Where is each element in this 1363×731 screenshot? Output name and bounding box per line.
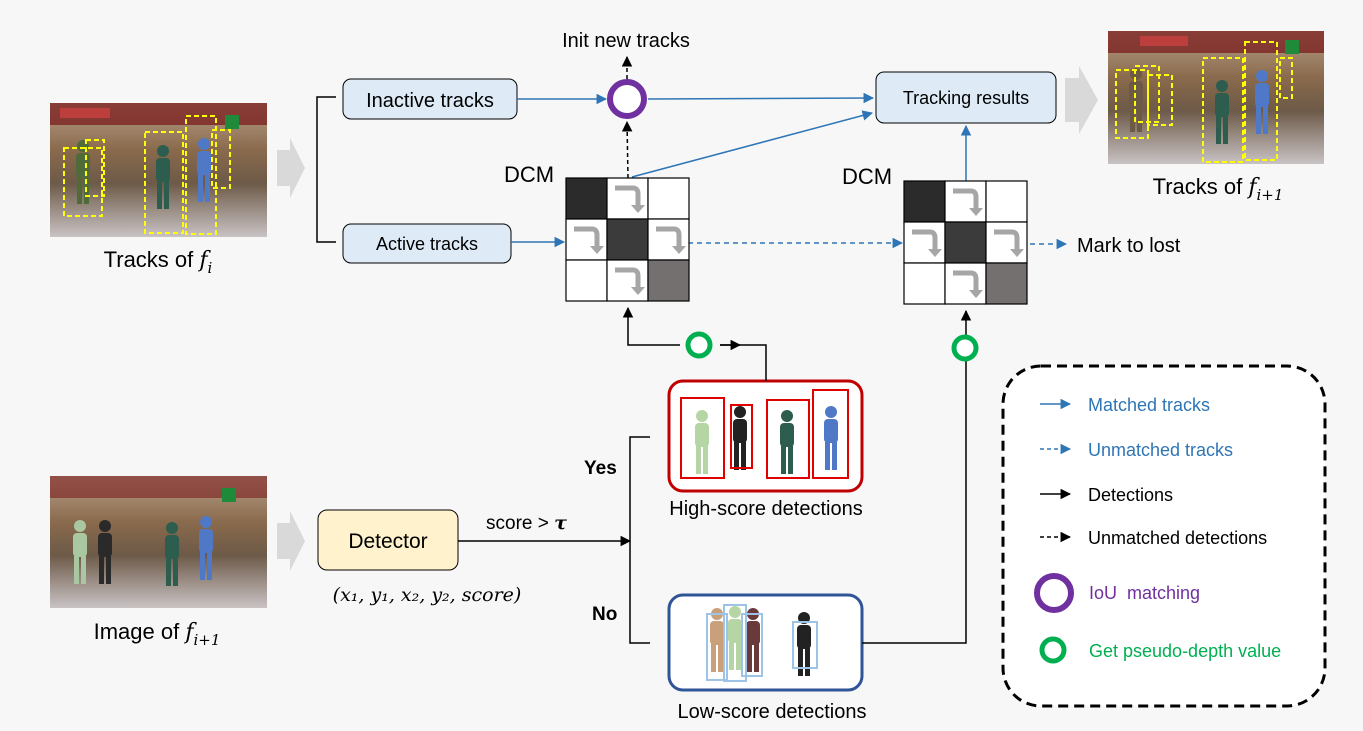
- svg-text:Unmatched tracks: Unmatched tracks: [1088, 440, 1233, 460]
- dcm-hook-arrow: [574, 226, 600, 247]
- flow-arrow-fi: [277, 138, 305, 198]
- high-score-label: High-score detections: [669, 498, 862, 520]
- dcm-hook-arrow: [953, 270, 979, 291]
- dcm-cell: [903, 180, 946, 223]
- no-label: No: [592, 604, 617, 625]
- dcm-cell: [565, 177, 608, 220]
- iou-matching-icon: [607, 79, 647, 119]
- legend-detections: Detections: [1040, 485, 1173, 505]
- score-split-bracket: [629, 436, 650, 644]
- yes-label: Yes: [584, 458, 617, 479]
- svg-text:Unmatched detections: Unmatched detections: [1088, 528, 1267, 548]
- legend-iou-icon: [1034, 573, 1074, 613]
- dcm-cell: [565, 259, 608, 302]
- dcm-hook-arrow: [912, 229, 938, 250]
- active-tracks-box: Active tracks: [342, 223, 512, 264]
- dcm-cell: [606, 177, 649, 220]
- dcm-left-label: DCM: [504, 162, 554, 187]
- detector-box: Detector: [317, 509, 459, 571]
- dcm-hook-arrowhead: [631, 205, 645, 213]
- mark-to-lost-label: Mark to lost: [1077, 235, 1181, 257]
- dcm-hook-arrowhead: [969, 290, 983, 298]
- flow-arrow-results: [1065, 66, 1098, 134]
- dcm-hook-arrowhead: [969, 208, 983, 216]
- dcm-left-matrix: [565, 177, 690, 302]
- dcm-cell: [944, 221, 987, 264]
- dcm-cell: [985, 180, 1028, 223]
- dcm-cell: [606, 218, 649, 261]
- dcm-hook-arrowhead: [1010, 249, 1024, 257]
- legend: Matched tracks Unmatched tracks Detectio…: [1001, 364, 1327, 708]
- dcm-cell: [647, 218, 690, 261]
- frame-fi1-result-image: [1108, 31, 1324, 164]
- dcm-cell: [903, 262, 946, 305]
- dcm-left-to-results-arrow: [631, 110, 874, 178]
- dcm-to-iou-arrow: [621, 120, 633, 179]
- high-score-up-line: [720, 344, 767, 381]
- iou-to-results-arrow: [647, 92, 875, 104]
- legend-unmatched-tracks: Unmatched tracks: [1040, 440, 1233, 460]
- dcm-cell: [647, 177, 690, 220]
- dcm-cell: [606, 259, 649, 302]
- legend-unmatched-detections: Unmatched detections: [1040, 528, 1267, 548]
- dcm-hook-arrow: [615, 267, 641, 288]
- svg-text:Active tracks: Active tracks: [376, 234, 478, 254]
- pseudo-depth-icon-left: [685, 331, 713, 359]
- low-score-detections-box: [667, 593, 864, 692]
- svg-text:Inactive tracks: Inactive tracks: [366, 90, 494, 112]
- svg-text:Get pseudo-depth value: Get pseudo-depth value: [1089, 641, 1281, 661]
- flow-arrow-detector: [277, 511, 305, 571]
- tracking-results-box: Tracking results: [875, 71, 1057, 124]
- inactive-tracks-box: Inactive tracks: [342, 78, 518, 120]
- dcm-hook-arrow: [615, 185, 641, 206]
- frame-fi1-input-caption: Image of fi+1: [94, 619, 221, 649]
- dcm-hook-arrow: [994, 229, 1020, 250]
- dcm-cell: [565, 218, 608, 261]
- legend-pseudo-depth-icon: [1039, 636, 1067, 664]
- low-score-label: Low-score detections: [678, 701, 867, 723]
- dcm-hook-arrow: [953, 188, 979, 209]
- legend-matched-tracks: Matched tracks: [1040, 395, 1210, 415]
- dcm-right-label: DCM: [842, 164, 892, 189]
- svg-text:Detector: Detector: [348, 530, 427, 553]
- dcm-hook-arrowhead: [928, 249, 942, 257]
- dcm-hook-arrowhead: [672, 246, 686, 254]
- dcm-cell: [647, 259, 690, 302]
- dcm-cell: [903, 221, 946, 264]
- dcm-cell: [944, 180, 987, 223]
- legend-pseudo-depth: Get pseudo-depth value: [1039, 636, 1281, 664]
- frame-fi1-result-caption: Tracks of fi+1: [1153, 174, 1284, 204]
- legend-iou-matching: IoU matching: [1034, 573, 1200, 613]
- frame-fi1-input-image: [50, 476, 267, 608]
- frame-fi-image: [50, 103, 267, 237]
- dcm-cell: [985, 262, 1028, 305]
- dcm-cell: [985, 221, 1028, 264]
- dcm-hook-arrowhead: [631, 287, 645, 295]
- svg-text:Matched tracks: Matched tracks: [1088, 395, 1210, 415]
- dcm-cell: [944, 262, 987, 305]
- low-score-line: [862, 360, 967, 644]
- high-score-to-dcm-arrow: [622, 306, 680, 346]
- frame-fi-caption: Tracks of fi: [104, 247, 213, 277]
- tracks-bracket: [316, 96, 336, 243]
- detector-output-label: (x₁, y₁, x₂, y₂, score): [333, 584, 522, 606]
- dcm-hook-arrow: [656, 226, 682, 247]
- init-new-tracks-label: Init new tracks: [562, 30, 690, 52]
- dcm-right-matrix: [903, 180, 1028, 305]
- high-score-detections-box: [667, 379, 864, 493]
- svg-text:Tracking results: Tracking results: [903, 88, 1029, 108]
- svg-text:IoU matching: IoU matching: [1089, 583, 1200, 603]
- dcm-hook-arrowhead: [590, 246, 604, 254]
- pseudo-depth-icon-right: [951, 334, 979, 362]
- svg-text:Detections: Detections: [1088, 485, 1173, 505]
- score-threshold-label: score > τ: [486, 512, 567, 534]
